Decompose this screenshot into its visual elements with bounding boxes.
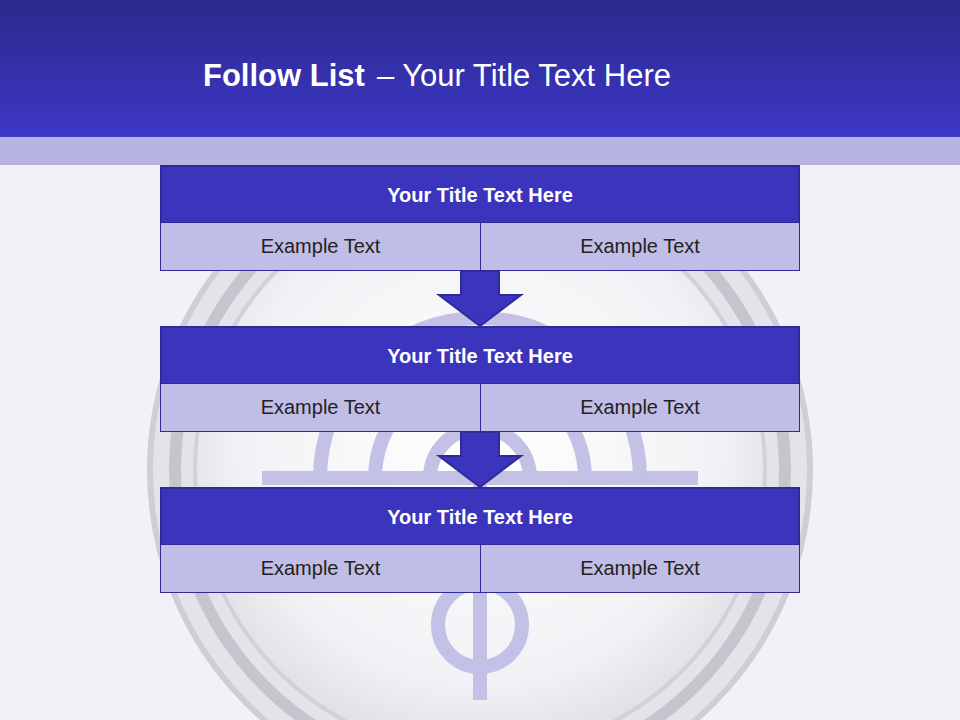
title-row: Follow List – Your Title Text Here [203, 52, 671, 100]
step-box: Your Title Text HereExample Text Example … [160, 165, 800, 271]
step-cell: Example Text [160, 544, 481, 593]
step-cell: Example Text [160, 383, 481, 432]
step-title: Your Title Text Here [387, 184, 573, 207]
step-cell: Example Text [480, 222, 800, 271]
flow-arrow [439, 271, 521, 326]
target-emblem [150, 140, 810, 720]
slide-subtitle: – Your Title Text Here [377, 58, 671, 94]
step-title: Your Title Text Here [387, 345, 573, 368]
cell-text: Example Text [261, 557, 381, 580]
cell-text: Example Text [261, 396, 381, 419]
header-band [0, 137, 960, 165]
step-title: Your Title Text Here [387, 506, 573, 529]
step-box: Your Title Text HereExample Text Example … [160, 487, 800, 593]
step-cell: Example Text [480, 383, 800, 432]
step-cell: Example Text [480, 544, 800, 593]
flow-arrow [439, 432, 521, 487]
step-cell: Example Text [160, 222, 481, 271]
cell-text: Example Text [580, 235, 700, 258]
cell-text: Example Text [580, 557, 700, 580]
slide-title: Follow List [203, 58, 365, 94]
cell-text: Example Text [261, 235, 381, 258]
header-bar [0, 0, 960, 137]
cell-text: Example Text [580, 396, 700, 419]
step-box: Your Title Text HereExample Text Example … [160, 326, 800, 432]
